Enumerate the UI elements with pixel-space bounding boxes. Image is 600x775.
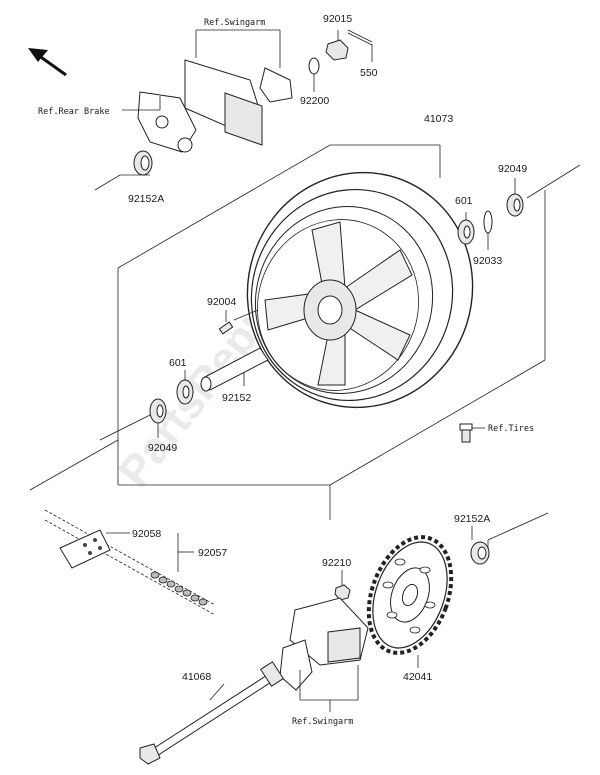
label-41073: 41073 [424, 113, 453, 125]
label-601-left: 601 [169, 357, 187, 369]
left-axle-parts [99, 309, 269, 441]
wheel-assembly-outline [29, 144, 546, 491]
right-bearing-set [457, 164, 581, 250]
valve-stem [459, 423, 485, 443]
label-42041: 42041 [403, 671, 432, 683]
label-41068: 41068 [182, 671, 211, 683]
nut-92210 [334, 570, 351, 601]
ref-swingarm-bottom: Ref.Swingarm [292, 717, 353, 727]
label-92015: 92015 [323, 13, 352, 25]
label-92152A-bottom: 92152A [454, 513, 490, 525]
chain-adjuster [279, 597, 369, 712]
label-92152: 92152 [222, 392, 251, 404]
collar-92152A-bottom [470, 526, 490, 565]
label-92058: 92058 [132, 528, 161, 540]
label-92004: 92004 [207, 296, 236, 308]
sprocket-assembly-outline [329, 485, 549, 548]
sprocket-42041 [366, 535, 454, 668]
label-92033: 92033 [473, 255, 502, 267]
rear-wheel-41073 [246, 145, 474, 409]
label-92200: 92200 [300, 95, 329, 107]
ref-tires: Ref.Tires [488, 424, 534, 434]
label-92152A-top: 92152A [128, 193, 164, 205]
front-direction-arrow-icon [28, 48, 67, 77]
nut-92015 [308, 29, 373, 92]
caliper-bracket [122, 29, 293, 153]
ref-rear-brake: Ref.Rear Brake [38, 107, 110, 117]
label-92210: 92210 [322, 557, 351, 569]
axle-41068 [139, 661, 285, 765]
drive-chain-92057 [44, 509, 216, 616]
ref-swingarm-top: Ref.Swingarm [204, 18, 265, 28]
label-92049-bottom: 92049 [148, 442, 177, 454]
collar-92152A-top [94, 150, 153, 191]
label-550: 550 [360, 67, 378, 79]
label-92049-top: 92049 [498, 163, 527, 175]
label-92057: 92057 [198, 547, 227, 559]
label-601-right: 601 [455, 195, 473, 207]
